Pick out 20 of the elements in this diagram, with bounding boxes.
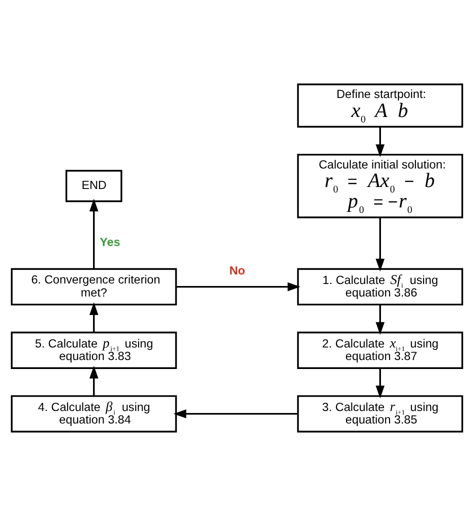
edge-label: Yes <box>100 234 120 248</box>
arrow <box>376 304 385 334</box>
arrow <box>174 408 298 418</box>
node-box: 4. Calculate β$_{i}$ using equation 3.84 <box>10 394 177 432</box>
node-box: END <box>66 169 122 202</box>
node-box: Calculate initial solution: r$_{0}$ = Ax$_{0}$ − b p$_{0}$ = −r$_{0}$ <box>297 153 464 218</box>
node-box: 6. Convergence criterion met? <box>10 268 177 305</box>
arrow <box>89 302 98 332</box>
node-box: Define startpoint: x$_{0}$ A b <box>297 83 464 128</box>
arrow <box>89 365 98 396</box>
edge-label: No <box>229 263 246 278</box>
arrow <box>176 282 300 291</box>
arrow <box>376 368 385 398</box>
arrow <box>376 216 385 271</box>
node-box: 3. Calculate r$_{i+1}$ using equation 3.85 <box>297 394 464 432</box>
node-box: 5. Calculate p$_{i+1}$ using equation 3.83 <box>10 331 177 368</box>
node-box: 1. Calculate Sf$_{i}$ using equation 3.86 <box>297 268 464 305</box>
node-box: 2. Calculate x$_{i+1}$ using equation 3.87 <box>297 331 464 368</box>
arrow <box>89 198 98 268</box>
arrow <box>376 126 385 157</box>
